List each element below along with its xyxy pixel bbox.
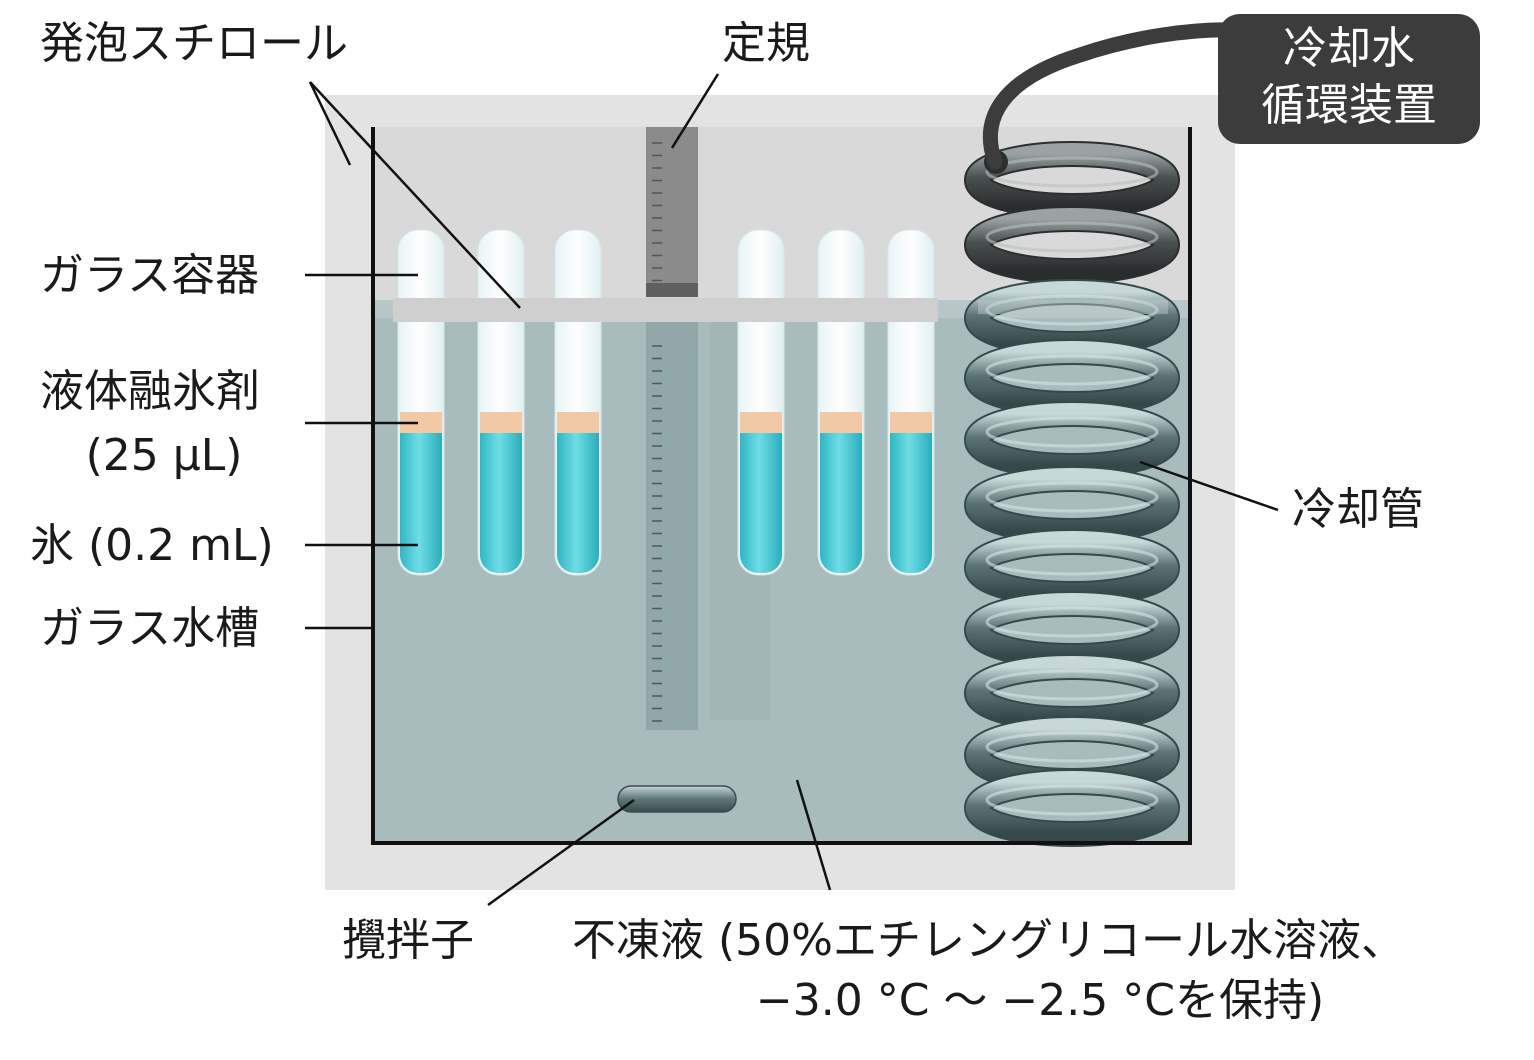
cooling-device-box <box>1218 14 1480 144</box>
glass-container <box>554 229 602 576</box>
glass-container <box>887 229 935 576</box>
ice-layer <box>480 433 522 573</box>
ruler <box>646 127 698 730</box>
ice-layer <box>740 433 782 573</box>
label-glass-tank: ガラス水槽 <box>40 603 259 654</box>
glass-tank-walls <box>371 127 1192 845</box>
ice-layer <box>557 433 599 573</box>
label-cooling-pipe: 冷却管 <box>1292 484 1424 535</box>
label-antifreeze-agent-1: 液体融氷剤 <box>40 366 260 417</box>
antifreeze-layer <box>890 412 932 434</box>
cooling-device-label-2: 循環装置 <box>1261 80 1437 131</box>
label-styrofoam: 発泡スチロール <box>40 18 348 69</box>
label-ruler: 定規 <box>722 18 810 69</box>
antifreeze-layer <box>740 412 782 434</box>
ice-layer <box>820 433 862 573</box>
cooling-coil <box>964 141 1180 847</box>
label-coolant-1: 不凍液 (50%エチレングリコール水溶液、 <box>572 915 1405 966</box>
label-ice: 氷 (0.2 mL) <box>30 520 274 571</box>
stirrer-bar <box>617 785 737 813</box>
glass-container <box>737 229 785 576</box>
antifreeze-layer <box>820 412 862 434</box>
glass-container <box>477 229 525 576</box>
glass-container-group <box>397 229 935 576</box>
glass-container <box>397 229 445 576</box>
styrofoam-float <box>393 298 938 322</box>
antifreeze-layer <box>480 412 522 434</box>
antifreeze-layer <box>557 412 599 434</box>
label-glass-container: ガラス容器 <box>40 250 259 301</box>
cooling-device-label-1: 冷却水 <box>1283 23 1415 74</box>
cooling-hose <box>982 22 1248 170</box>
label-coolant-2: −3.0 °C ～ −2.5 °Cを保持) <box>756 975 1324 1026</box>
label-antifreeze-agent-2: (25 µL) <box>86 430 243 481</box>
label-stirrer: 攪拌子 <box>342 915 474 966</box>
ice-layer <box>400 433 442 573</box>
ice-layer <box>890 433 932 573</box>
antifreeze-layer <box>400 412 442 434</box>
glass-container <box>817 229 865 576</box>
leader-lines <box>305 73 1279 907</box>
